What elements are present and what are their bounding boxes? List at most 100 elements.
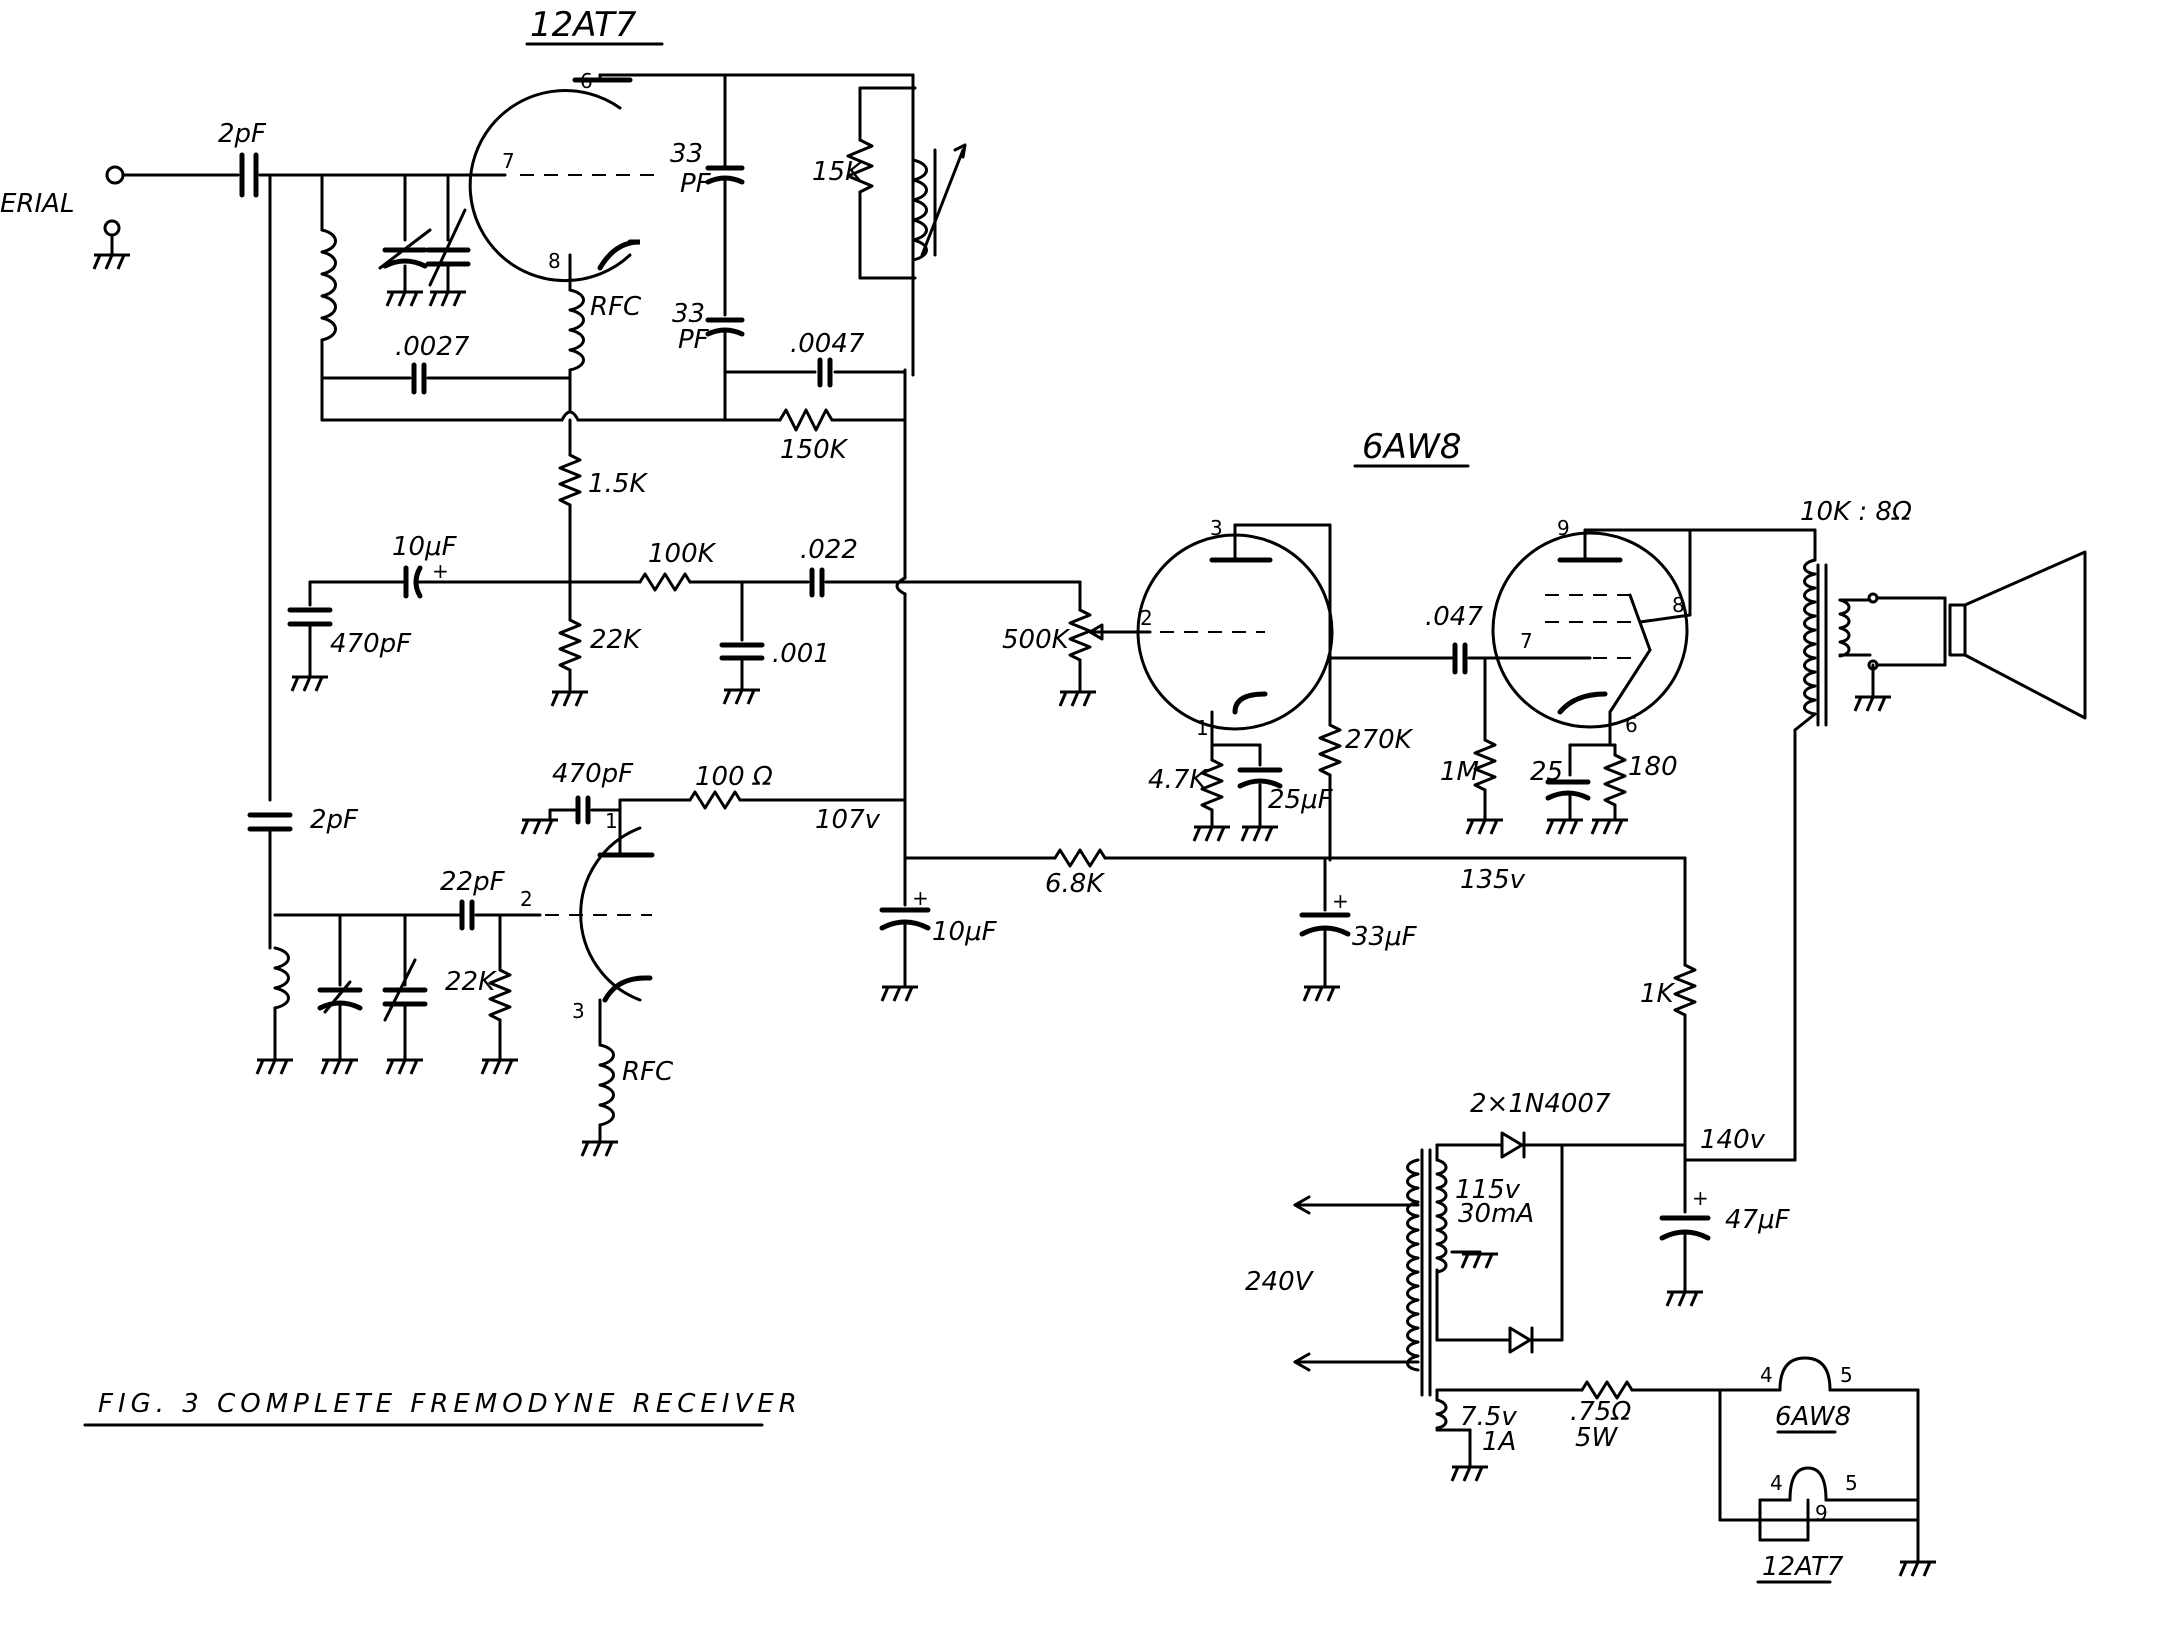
pin-t2-8: 8 — [1672, 593, 1685, 617]
label-5w: 5W — [1575, 1423, 1619, 1453]
aerial-terminal — [92, 165, 132, 271]
heater-12at7 — [1788, 1466, 1828, 1502]
resistor-22k-top — [558, 618, 582, 672]
label-140v: 140v — [1700, 1125, 1766, 1155]
label-115v: 115v — [1455, 1175, 1521, 1205]
pin-h12-4: 4 — [1770, 1471, 1783, 1495]
label-rfc-top: RFC — [590, 292, 642, 322]
label-33uf: 33μF — [1352, 922, 1418, 952]
tube-12at7-section-a — [468, 77, 660, 283]
coil-input — [320, 228, 337, 342]
pin-t1-2: 2 — [520, 887, 533, 911]
resistor-100k — [638, 572, 692, 592]
rfc-cathode — [568, 288, 585, 372]
label-pf-top: PF — [680, 169, 712, 199]
label-10uf-filter: 10μF — [932, 917, 998, 947]
tube-title-12at7: 12AT7 — [530, 5, 637, 45]
figure-caption: FIG. 3 COMPLETE FREMODYNE RECEIVER — [98, 1389, 802, 1419]
label-1k: 1K — [1640, 979, 1676, 1009]
label-2pf-osc: 2pF — [310, 805, 359, 835]
pin-t1-3: 3 — [572, 999, 585, 1023]
label-rfc-osc: RFC — [622, 1057, 674, 1087]
label-25: 25 — [1530, 757, 1563, 787]
label-470pf-left: 470pF — [330, 629, 412, 659]
tube-6aw8-pentode — [1491, 531, 1689, 729]
resistor-270k — [1318, 723, 1342, 777]
plus-10uf-coupling: + — [432, 559, 449, 583]
label-22k-osc: 22K — [445, 967, 497, 997]
label-33-low: 33 — [672, 299, 705, 329]
speaker-icon — [1948, 550, 2087, 720]
label-107v: 107v — [815, 805, 881, 835]
label-22k-top: 22K — [590, 625, 642, 655]
rfc-osc — [598, 1043, 615, 1127]
pin-t2-7: 7 — [1520, 629, 1533, 653]
pin-t2-1: 1 — [1196, 716, 1209, 740]
label-2pf-input: 2pF — [218, 119, 267, 149]
label-output-transformer: 10K : 8Ω — [1800, 497, 1912, 527]
label-1a: 1A — [1482, 1427, 1516, 1457]
label-75ohm: .75Ω — [1570, 1397, 1631, 1427]
diode-upper — [1500, 1131, 1524, 1159]
label-047: .047 — [1425, 602, 1483, 632]
label-001: .001 — [772, 639, 830, 669]
resistor-4-7k — [1200, 758, 1224, 812]
resistor-180 — [1603, 753, 1627, 807]
tube-6aw8-triode — [1136, 533, 1334, 731]
heater-label-6aw8: 6AW8 — [1775, 1402, 1851, 1432]
resistor-1m — [1473, 738, 1497, 792]
pin-t1-6: 6 — [580, 69, 593, 93]
label-470pf-osc: 470pF — [552, 759, 634, 789]
label-diodes: 2×1N4007 — [1470, 1089, 1611, 1119]
label-135v: 135v — [1460, 865, 1526, 895]
label-25uf: 25μF — [1268, 785, 1334, 815]
label-1-5k: 1.5K — [588, 469, 648, 499]
pin-h6-5: 5 — [1840, 1363, 1853, 1387]
tube-12at7-section-b — [545, 826, 655, 1003]
tube-title-6aw8: 6AW8 — [1362, 427, 1462, 467]
resistor-1-5k — [558, 453, 582, 507]
pin-t2-3: 3 — [1210, 516, 1223, 540]
output-transformer-primary — [1803, 558, 1817, 716]
label-4-7k: 4.7K — [1148, 765, 1208, 795]
resistor-1k — [1673, 963, 1697, 1017]
label-0027: .0027 — [395, 332, 470, 362]
label-1m: 1M — [1440, 757, 1479, 787]
label-022: .022 — [800, 535, 858, 565]
potentiometer-500k — [1068, 608, 1092, 662]
label-100ohm: 100 Ω — [695, 762, 773, 792]
label-10uf-coupling: 10μF — [392, 532, 458, 562]
pin-h6-4: 4 — [1760, 1363, 1773, 1387]
resistor-100ohm — [688, 790, 742, 810]
label-150k: 150K — [780, 435, 849, 465]
label-500k: 500K — [1002, 625, 1071, 655]
pin-h12-5: 5 — [1845, 1471, 1858, 1495]
label-240v: 240V — [1245, 1267, 1315, 1297]
trimmer-input — [378, 228, 432, 270]
label-180: 180 — [1628, 752, 1678, 782]
resistor-150k — [778, 408, 834, 432]
label-7-5v: 7.5v — [1460, 1402, 1517, 1432]
label-6-8k: 6.8K — [1045, 869, 1105, 899]
heater-label-12at7: 12AT7 — [1762, 1552, 1844, 1582]
capacitor-2pf-input — [239, 152, 259, 198]
pin-t2-9: 9 — [1557, 516, 1570, 540]
label-0047: .0047 — [790, 329, 865, 359]
resistor-75ohm — [1580, 1380, 1634, 1400]
coil-plate — [911, 158, 928, 262]
pin-t2-2: 2 — [1140, 606, 1153, 630]
pin-t1-8: 8 — [548, 249, 561, 273]
label-33-top: 33 — [670, 139, 703, 169]
diode-lower — [1508, 1326, 1532, 1354]
pin-t1-7: 7 — [502, 149, 515, 173]
label-47uf: 47μF — [1725, 1205, 1791, 1235]
label-15k: 15K — [812, 157, 864, 187]
plus-10uf-filter: + — [912, 886, 929, 910]
plus-47uf: + — [1692, 1186, 1709, 1210]
label-270k: 270K — [1345, 725, 1414, 755]
pin-h12-9: 9 — [1815, 1501, 1828, 1525]
resistor-6-8k — [1053, 848, 1107, 868]
power-transformer — [1406, 1148, 1448, 1430]
